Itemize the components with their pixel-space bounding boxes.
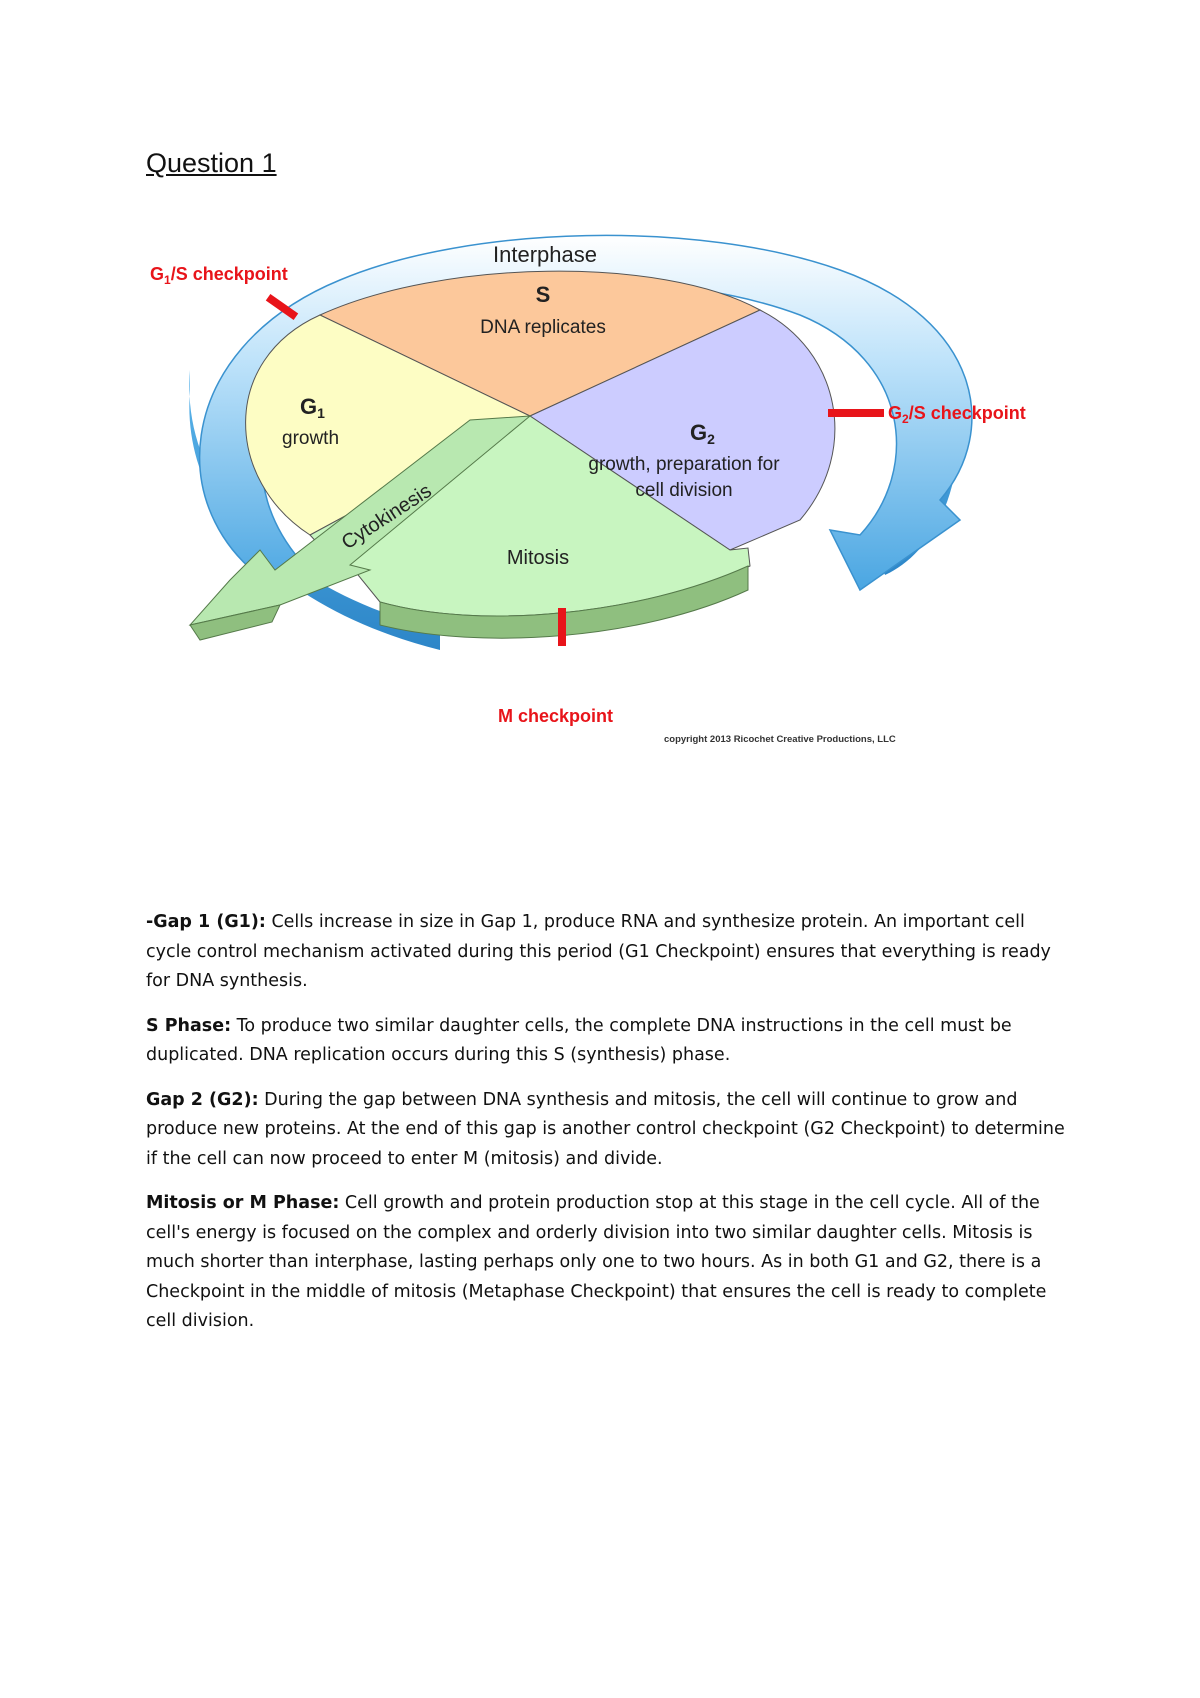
g1-phase-slice — [245, 314, 532, 536]
paragraph-text: Cells increase in size in Gap 1, produce… — [146, 912, 1051, 991]
paragraph-text: To produce two similar daughter cells, t… — [146, 1015, 1012, 1066]
g1s-checkpoint-bar — [265, 293, 299, 321]
paragraph-label: S Phase: — [146, 1015, 232, 1036]
mitosis-label: Mitosis — [507, 547, 569, 569]
paragraph-label: Mitosis or M Phase: — [146, 1193, 340, 1213]
s-title: S — [536, 282, 551, 307]
paragraph-mitosis: Mitosis or M Phase: Cell growth and prot… — [146, 1189, 1066, 1337]
g1s-checkpoint-label: G1/S checkpoint — [150, 264, 288, 287]
g2-title: G2 — [690, 420, 715, 447]
g2s-checkpoint-bar — [828, 409, 884, 417]
interphase-label: Interphase — [493, 242, 597, 267]
s-desc: DNA replicates — [480, 317, 606, 338]
paragraph-label: Gap 2 (G2): — [146, 1089, 259, 1110]
ring-side — [189, 370, 440, 650]
paragraph-text: During the gap between DNA synthesis and… — [146, 1089, 1065, 1169]
paragraph-s-phase: S Phase: To produce two similar daughter… — [146, 1012, 1066, 1071]
g1-desc: growth — [282, 428, 339, 449]
page-title: Question 1 — [146, 148, 277, 178]
pie — [245, 270, 836, 617]
paragraph-text: Cell growth and protein production stop … — [146, 1193, 1047, 1331]
paragraph-gap2: Gap 2 (G2): During the gap between DNA s… — [146, 1086, 1066, 1175]
paragraph-label: -Gap 1 (G1): — [146, 912, 266, 932]
cytokinesis-arrow — [188, 415, 532, 641]
cell-cycle-diagram: Interphase S DNA replicates G1 growth G2… — [150, 234, 1026, 745]
paragraph-gap1: -Gap 1 (G1): Cells increase in size in G… — [146, 908, 1066, 997]
body-text: -Gap 1 (G1): Cells increase in size in G… — [146, 908, 1066, 1352]
g2s-checkpoint-label: G2/S checkpoint — [888, 403, 1026, 426]
g2-desc-line2: cell division — [635, 480, 732, 501]
g1-title: G1 — [300, 394, 325, 421]
s-phase-slice — [318, 270, 762, 417]
g2-phase-slice — [528, 309, 836, 551]
copyright-text: copyright 2013 Ricochet Creative Product… — [664, 734, 896, 745]
mitosis-side — [379, 565, 749, 639]
m-checkpoint-label: M checkpoint — [498, 706, 613, 726]
m-checkpoint-bar — [558, 608, 566, 646]
g2-desc-line1: growth, preparation for — [588, 454, 780, 475]
